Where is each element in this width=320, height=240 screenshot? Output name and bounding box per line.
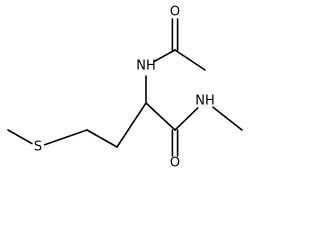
single-bond-s1-c_gamma (43, 129, 88, 146)
single-bond-c_beta-c_alpha (116, 102, 147, 148)
label-layer: S NH O O NH (34, 5, 215, 171)
single-bond-c_amide-n_amide (174, 107, 199, 131)
atom-label-o_acetyl: O (170, 5, 180, 20)
atom-label-o_amide: O (170, 156, 180, 171)
molecule-structure: S NH O O NH (7, 5, 243, 171)
single-bond-c_methyl_s-s1 (7, 129, 33, 145)
single-bond-n_acetyl-c_acetyl (153, 49, 176, 62)
atom-label-n_amide: NH (195, 94, 215, 109)
bond-layer (7, 18, 243, 157)
atom-label-s1: S (34, 140, 42, 155)
atom-label-n_acetyl: NH (136, 59, 156, 74)
single-bond-c_gamma-c_beta (86, 129, 118, 148)
single-bond-c_alpha-c_amide (145, 102, 176, 131)
single-bond-n_amide-c_n_methyl (212, 106, 243, 131)
single-bond-c_acetyl-c_acetyl_methyl (174, 49, 206, 71)
